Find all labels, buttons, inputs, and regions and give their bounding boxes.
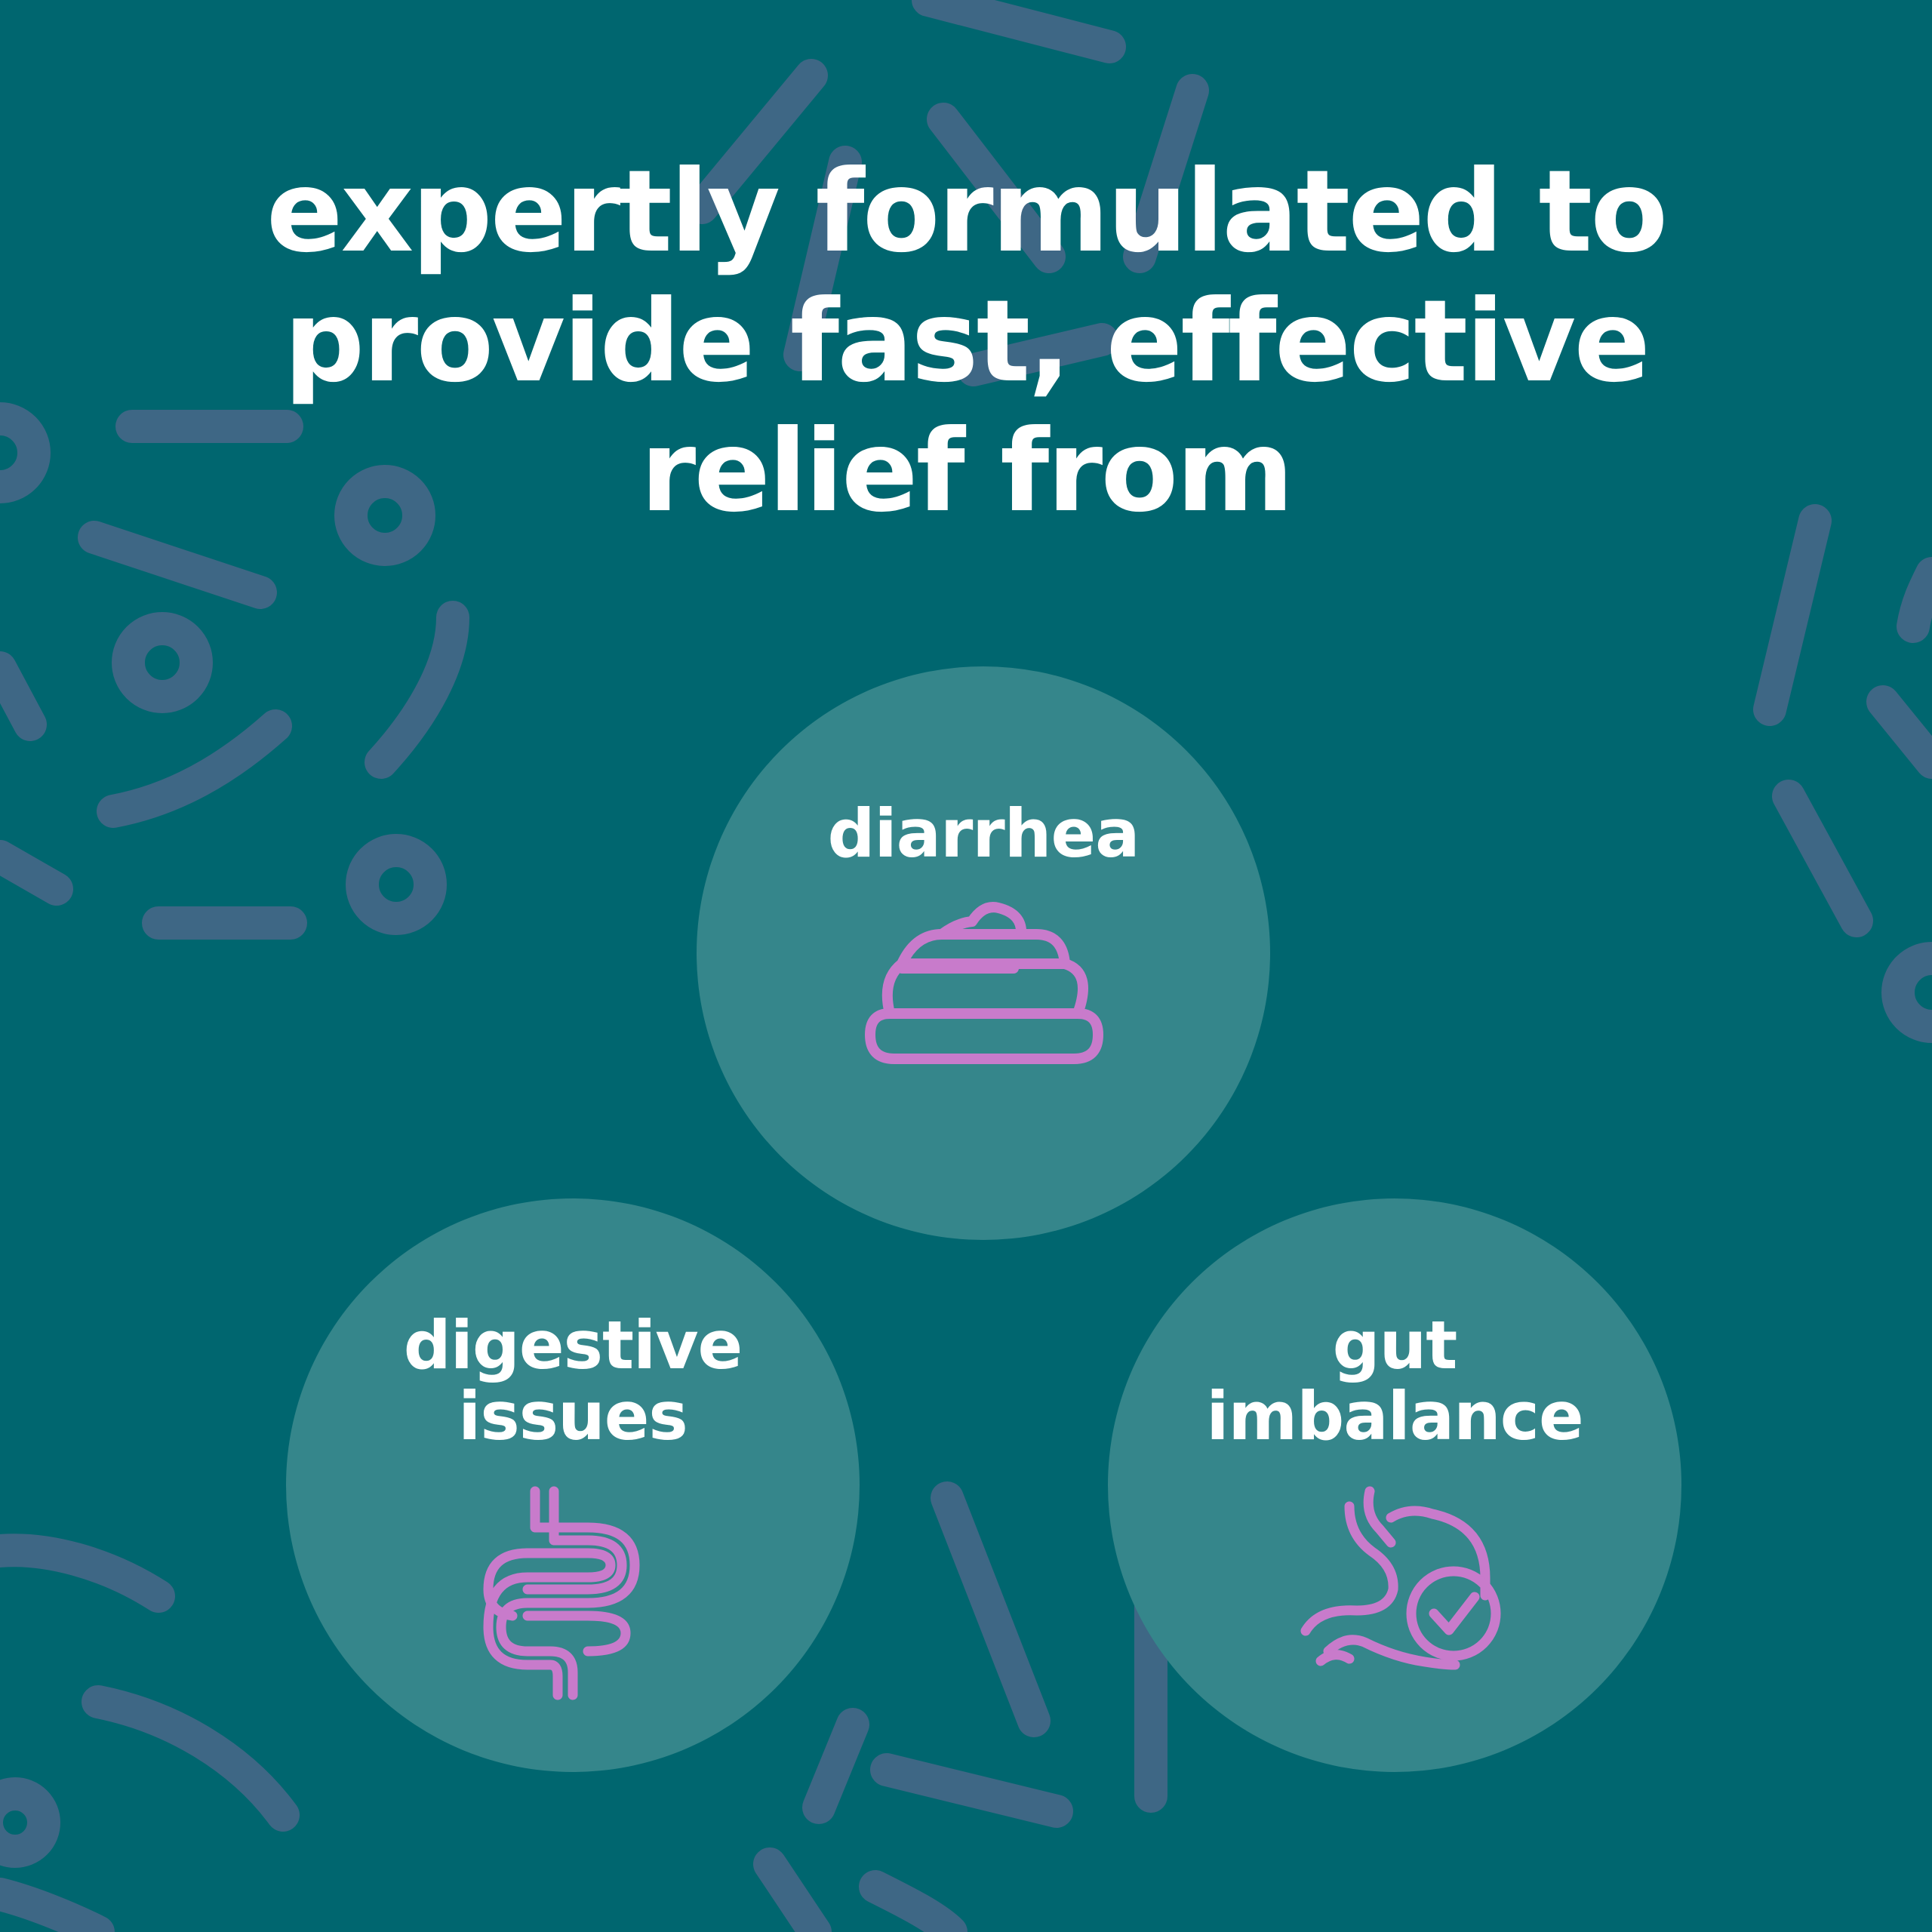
headline-line: relief from	[640, 406, 1294, 537]
intestine-icon	[483, 1486, 640, 1700]
headline: expertly formulated to provide fast, eff…	[151, 147, 1781, 537]
benefit-label-line: diarrhea	[827, 795, 1140, 872]
benefit-circle-digestive-issues: digestive issues	[286, 1198, 860, 1772]
headline-line: provide fast, effective	[283, 276, 1651, 408]
stomach-check-icon	[1300, 1486, 1501, 1670]
benefit-label-line: digestive	[403, 1306, 743, 1384]
benefit-label: diarrhea	[697, 798, 1270, 869]
benefit-label: gut imbalance	[1108, 1310, 1681, 1452]
benefit-label-line: imbalance	[1206, 1377, 1583, 1455]
headline-line: expertly formulated to	[266, 146, 1668, 278]
benefit-label-line: issues	[458, 1377, 688, 1455]
benefit-circle-gut-imbalance: gut imbalance	[1108, 1198, 1681, 1772]
benefit-circle-diarrhea: diarrhea	[697, 666, 1270, 1240]
benefit-label: digestive issues	[286, 1310, 860, 1452]
poop-icon	[865, 902, 1103, 1064]
benefit-label-line: gut	[1332, 1306, 1458, 1384]
